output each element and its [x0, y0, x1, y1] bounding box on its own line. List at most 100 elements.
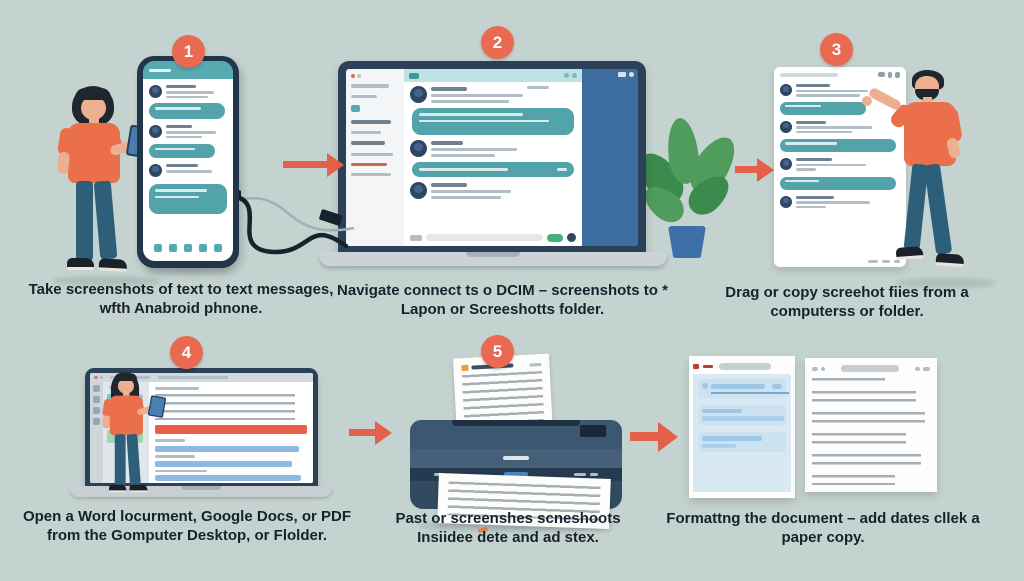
printer-brand-label: [503, 456, 529, 460]
potted-plant: [630, 116, 744, 266]
panel-footer-icons: [868, 260, 900, 263]
chat-pane: [404, 69, 582, 246]
chat-messages: [404, 82, 582, 203]
printer-display[interactable]: [580, 425, 606, 437]
message-bubble: [149, 144, 215, 158]
copy-icon: [868, 260, 878, 263]
message-bubble: [780, 101, 866, 115]
contacts-icon: [169, 244, 178, 252]
mic-icon: [567, 233, 576, 242]
formatted-page: [689, 356, 795, 498]
message-bubble: [780, 176, 896, 190]
search-icon: [564, 73, 569, 78]
phone-message-list: [143, 79, 233, 214]
document-pane: [149, 382, 313, 483]
step-badge-3: 3: [820, 33, 853, 66]
step-badge-5: 5: [481, 335, 514, 368]
laptop: [338, 61, 646, 254]
grid-icon: [198, 244, 207, 252]
red-logo-mark: [693, 363, 699, 369]
menu-icon: [572, 73, 577, 78]
minimize-icon: [357, 74, 361, 78]
smartphone: [137, 56, 239, 268]
caption-step-1: Take screenshots of text to text message…: [28, 281, 334, 317]
battery-icon: [618, 72, 626, 77]
doc-logo: [461, 364, 469, 372]
woman-fringe: [75, 88, 111, 100]
phone-shadow: [146, 266, 232, 274]
caption-step-3: Drag or copy screehot fiies from a compu…: [725, 284, 969, 320]
page-header: [693, 360, 791, 372]
phone-bottom-nav: [143, 244, 233, 252]
caption-step-2: Navigate connect ts o DCIM – screenshots…: [337, 282, 668, 318]
settings-icon: [213, 244, 222, 252]
minimize-icon: [99, 375, 103, 380]
arrow-step1-to-2: [283, 161, 327, 168]
avatar: [780, 195, 792, 208]
avatar: [780, 120, 792, 133]
page-text-lines: [812, 378, 930, 485]
avatar: [149, 125, 162, 138]
man-pointing-figure: [862, 70, 978, 284]
laptop-base: [319, 252, 667, 266]
man-beard: [915, 89, 939, 100]
send-button[interactable]: [547, 233, 563, 242]
page-header: [812, 363, 930, 374]
caption-step-6: Formattng the document – add dates cllek…: [666, 510, 980, 546]
step-badge-1: 1: [172, 35, 205, 68]
woman-face: [81, 96, 106, 120]
laptop-base: [70, 486, 332, 497]
woman-presenter-figure: [93, 372, 167, 497]
message-bubble: [149, 103, 225, 119]
avatar: [410, 140, 427, 157]
step-badge-2: 2: [481, 26, 514, 59]
panel-search-row: [780, 72, 900, 78]
step-badge-4: 4: [170, 336, 203, 369]
message-bubble: [780, 139, 896, 152]
clock-icon: [629, 72, 634, 77]
laptop-document-editor: [85, 368, 318, 488]
attach-icon: [410, 234, 422, 241]
message-input[interactable]: [426, 234, 543, 241]
message-bubble: [412, 162, 574, 177]
app-sidebar: [346, 69, 404, 246]
avatar: [780, 84, 792, 96]
chat-icon: [154, 244, 163, 252]
cloud-icon: [878, 72, 885, 77]
paper-feed-slot: [452, 420, 580, 426]
search-input[interactable]: [780, 73, 838, 77]
handheld-tablet: [147, 395, 167, 418]
man-hand: [862, 96, 872, 106]
figure-shadow: [896, 278, 996, 288]
laptop-screen: [346, 69, 638, 246]
usb-cable: [226, 190, 355, 255]
phone-screen: [143, 61, 233, 261]
printer-lid: [410, 420, 622, 450]
drag-icon: [882, 260, 890, 263]
caption-step-5: Past or screenshes scneshoots Insiidee d…: [395, 510, 621, 546]
flag-icon: [409, 72, 419, 79]
avatar: [410, 86, 427, 103]
avatar: [780, 158, 792, 170]
chat-header: [404, 69, 582, 82]
share-icon: [895, 72, 900, 78]
phone-app-header: [143, 61, 233, 79]
highlight-banner: [155, 425, 307, 434]
arrow-step4-to-5: [349, 429, 375, 436]
message-bubble: [412, 108, 574, 135]
woman-with-phone-figure: [42, 86, 154, 282]
message-bubble: [149, 184, 227, 214]
panel-message-list: [780, 82, 900, 211]
folder-icon: [351, 105, 360, 112]
printer: [402, 352, 628, 537]
avatar: [149, 85, 162, 98]
printer-mid-band: [410, 449, 622, 469]
editor-icon-rail: [90, 382, 103, 483]
clip-icon: [888, 72, 892, 78]
arrow-step2-to-3: [735, 166, 757, 173]
more-icon: [894, 260, 900, 263]
woman-face: [117, 378, 134, 394]
folder-icon: [183, 244, 192, 252]
arrow-step5-to-6: [630, 432, 658, 441]
